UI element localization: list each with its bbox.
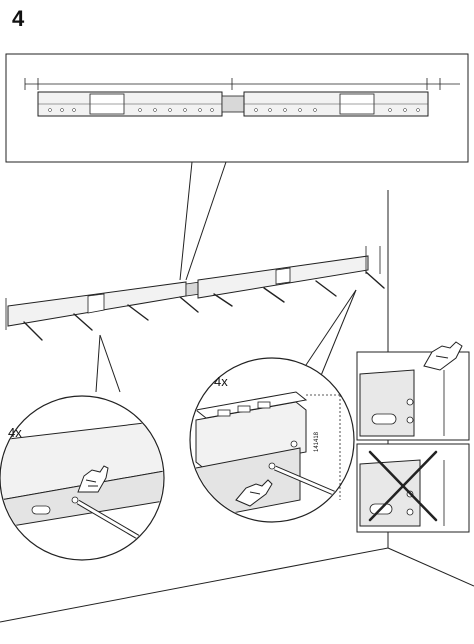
- quantity-left: 4x: [8, 425, 22, 440]
- hand-check-icon: [235, 479, 273, 507]
- hand-press-icon: [77, 465, 109, 493]
- part-code: 141418: [314, 431, 320, 452]
- detail-box-top: [5, 53, 469, 163]
- quantity-right: 4x: [214, 374, 228, 389]
- panel-correct: [356, 341, 470, 441]
- callout-zoom: [95, 289, 357, 393]
- rail-detail-right: [243, 91, 429, 117]
- hand-press-icon: [423, 341, 463, 371]
- x-cross-icon: [368, 450, 438, 522]
- zoom-circle-right: [189, 357, 355, 523]
- step-number: 4: [12, 6, 25, 31]
- rail-detail-left: [37, 91, 223, 117]
- zoom-circle-left: [0, 395, 165, 561]
- callout-top: [179, 161, 227, 281]
- connector-piece: [221, 95, 245, 113]
- panel-incorrect: [356, 443, 470, 533]
- rail-assembly: [5, 246, 385, 341]
